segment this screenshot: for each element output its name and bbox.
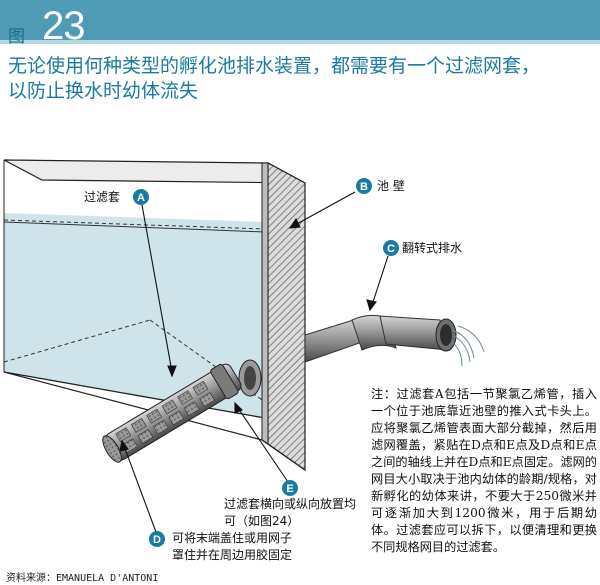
callout-e-line-2: 可（如图24） — [224, 514, 300, 528]
badge-b: B — [356, 178, 372, 194]
badge-d: D — [149, 531, 165, 547]
badge-c: C — [383, 240, 399, 256]
callout-d-line-2: 罩住并在周边用胶固定 — [172, 548, 293, 562]
callout-b-text: 池 壁 — [377, 179, 405, 193]
water-surface — [3, 221, 266, 233]
callout-e-text: 过滤套横向或纵向放置均 可（如图24） — [224, 496, 356, 530]
headline-line-2: 以防止换水时幼体流失 — [8, 80, 199, 102]
note-text: 注：过滤套A包括一节聚氯乙烯管，插入一个位于池底靠近池壁的推入式卡头上。应将聚氯… — [371, 387, 597, 554]
figure-headline: 无论使用何种类型的孵化池排水装置，都需要有一个过滤网套， 以防止换水时幼体流失 — [8, 54, 593, 104]
dashed-floor-line — [3, 319, 151, 363]
callout-e-line-1: 过滤套横向或纵向放置均 — [224, 497, 357, 511]
water — [4, 213, 265, 418]
headline-line-1: 无论使用何种类型的孵化池排水装置，都需要有一个过滤网套， — [8, 55, 541, 77]
figure-label: 图 — [8, 27, 25, 46]
callout-d-text: 可将末端盖住或用网子 罩住并在周边用胶固定 — [172, 530, 292, 564]
badge-c-letter: C — [387, 243, 395, 255]
badge-e-letter: E — [286, 483, 293, 495]
filter-sleeve — [102, 363, 242, 463]
callout-a-text: 过滤套 — [84, 190, 121, 204]
tank-wall-face — [261, 162, 269, 445]
callout-c-text: 翻转式排水 — [402, 241, 463, 255]
source-credit: 资料来源：EMANUELA D'ANTONI — [6, 573, 159, 584]
badge-e: E — [282, 480, 298, 496]
badge-d-letter: D — [153, 534, 161, 546]
badge-b-letter: B — [360, 181, 368, 193]
tank-wall-side — [267, 161, 306, 472]
leader-lines — [119, 191, 389, 533]
badge-a-letter: A — [137, 192, 145, 204]
tank-wall-top — [3, 159, 306, 184]
callout-d-line-1: 可将末端盖住或用网子 — [172, 531, 293, 545]
header-bar — [0, 0, 600, 44]
figure-number: 23 — [42, 4, 85, 48]
badge-a: A — [133, 189, 149, 205]
drain-pipe — [304, 314, 485, 367]
